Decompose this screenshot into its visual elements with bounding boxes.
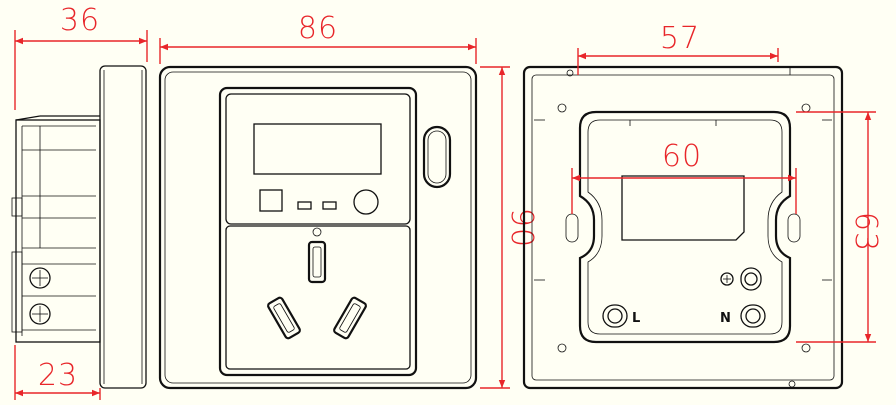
live-terminal bbox=[602, 304, 628, 328]
back-view: L N bbox=[522, 65, 844, 390]
dimension-back-height: 63 bbox=[796, 111, 883, 343]
dimension-label: 86 bbox=[298, 11, 338, 46]
indicator-slot bbox=[422, 125, 452, 189]
dimension-side-depth: 36 bbox=[14, 3, 148, 110]
screw-icon bbox=[29, 267, 51, 289]
side-view bbox=[11, 65, 147, 389]
power-button[interactable] bbox=[353, 189, 379, 215]
dimension-label: 36 bbox=[60, 3, 100, 38]
dimension-front-width: 86 bbox=[159, 11, 477, 64]
led-indicator bbox=[297, 201, 312, 210]
dimension-label: 23 bbox=[38, 358, 78, 393]
neutral-pin-slot bbox=[333, 296, 367, 340]
led-indicator bbox=[322, 201, 337, 210]
dimension-label: 57 bbox=[660, 21, 700, 56]
live-terminal-label: L bbox=[632, 311, 640, 326]
dimension-front-height: 90 bbox=[480, 66, 539, 389]
dimension-label: 60 bbox=[662, 139, 702, 174]
dimension-label: 63 bbox=[848, 212, 883, 252]
screw-icon bbox=[29, 303, 51, 325]
live-pin-slot bbox=[267, 296, 301, 340]
front-view bbox=[158, 65, 478, 390]
neutral-terminal-label: N bbox=[720, 311, 731, 326]
lcd-display bbox=[253, 123, 382, 175]
dimension-back-inner: 60 bbox=[571, 139, 797, 214]
earth-pin-slot bbox=[307, 240, 327, 284]
neutral-terminal bbox=[740, 304, 766, 328]
dimension-label: 90 bbox=[504, 208, 539, 248]
dimension-side-base: 23 bbox=[14, 345, 101, 400]
earth-screw-icon bbox=[720, 272, 734, 286]
dimension-back-width: 57 bbox=[577, 21, 779, 75]
set-button[interactable] bbox=[259, 189, 283, 212]
